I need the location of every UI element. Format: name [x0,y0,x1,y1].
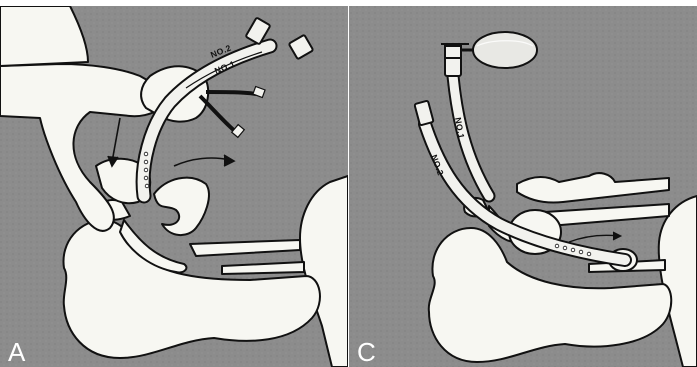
panel-label-a: A [8,339,25,365]
panel-a-drawing: NO.2 NO.1 [0,6,348,367]
panel-label-c: C [357,339,376,365]
panel-a: NO.2 NO.1 A [0,6,348,367]
patient-upper-arm [0,6,88,66]
panel-c-drawing: NO.2 NO.1 [349,6,697,367]
panel-c: NO.2 NO.1 C [349,6,697,367]
